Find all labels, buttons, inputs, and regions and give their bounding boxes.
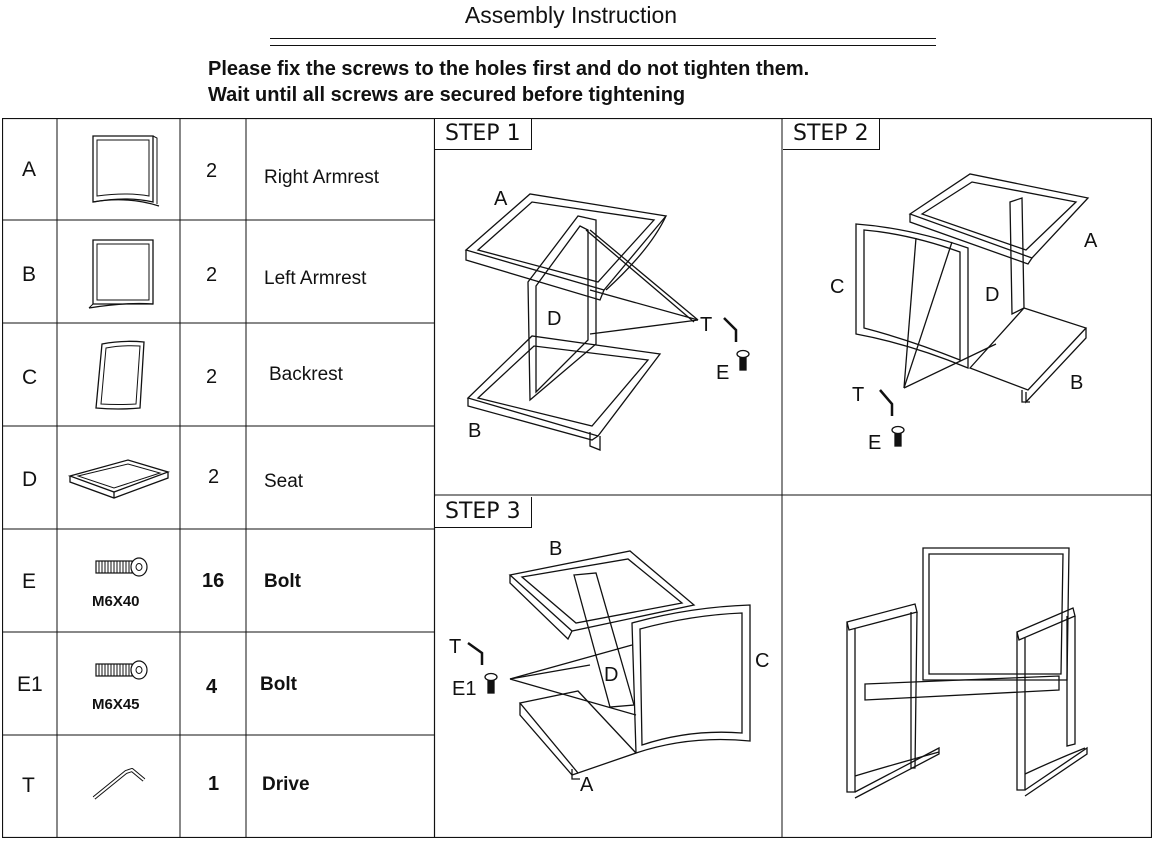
step-3-callout-e: E1 bbox=[452, 678, 477, 700]
part-qty: 2 bbox=[206, 366, 218, 388]
step-2-callout-d: D bbox=[985, 284, 1000, 306]
part-name: Drive bbox=[262, 774, 310, 795]
part-qty: 1 bbox=[208, 773, 220, 795]
parts-table: A 2 Right Armrest B 2 Left Armrest C 2 B… bbox=[2, 118, 435, 838]
step-3-callout-c: C bbox=[755, 650, 770, 672]
part-name: Bolt bbox=[264, 571, 301, 592]
step-2-callout-c: C bbox=[830, 276, 845, 298]
step-2-illustration bbox=[855, 173, 1090, 447]
hex-key-icon bbox=[92, 768, 146, 800]
part-code: D bbox=[22, 468, 38, 491]
step-2-label: STEP 2 bbox=[783, 119, 880, 150]
step-1-callout-a: A bbox=[494, 188, 508, 210]
part-name: Bolt bbox=[260, 674, 297, 695]
bolt-size: M6X40 bbox=[92, 593, 140, 610]
bolt-icon bbox=[95, 557, 148, 577]
instruction-note: Please fix the screws to the holes first… bbox=[208, 56, 809, 108]
armrest-icon bbox=[88, 239, 154, 309]
finished-chair-illustration bbox=[846, 547, 1088, 799]
part-code: C bbox=[22, 366, 38, 389]
part-qty: 2 bbox=[206, 264, 218, 286]
parts-table-grid bbox=[2, 118, 435, 838]
step-2-callout-a: A bbox=[1084, 230, 1098, 252]
step-3-callout-t: T bbox=[449, 636, 462, 658]
step-3-callout-d: D bbox=[604, 664, 619, 686]
part-code: E1 bbox=[17, 673, 43, 696]
step-3-callout-b: B bbox=[549, 538, 563, 560]
step-1-callout-b: B bbox=[468, 420, 482, 442]
step-1-label: STEP 1 bbox=[435, 119, 532, 150]
part-code: A bbox=[22, 158, 37, 181]
step-3-callout-a: A bbox=[580, 774, 594, 796]
backrest-icon bbox=[95, 340, 145, 410]
steps-grid bbox=[434, 118, 1152, 838]
part-qty: 2 bbox=[208, 466, 220, 488]
part-name: Seat bbox=[264, 471, 304, 492]
part-code: T bbox=[22, 774, 35, 797]
step-3-illustration bbox=[467, 550, 751, 780]
step-3-label: STEP 3 bbox=[435, 497, 532, 528]
note-line-1: Please fix the screws to the holes first… bbox=[208, 58, 810, 80]
part-qty: 16 bbox=[202, 570, 225, 592]
note-line-2: Wait until all screws are secured before… bbox=[208, 84, 686, 106]
part-code: B bbox=[22, 263, 37, 286]
bolt-size: M6X45 bbox=[92, 696, 140, 713]
step-1-callout-d: D bbox=[547, 308, 562, 330]
step-1-callout-e: E bbox=[716, 362, 730, 384]
bolt-icon bbox=[95, 660, 148, 680]
armrest-icon bbox=[92, 135, 160, 207]
part-code: E bbox=[22, 570, 37, 593]
part-name: Backrest bbox=[269, 364, 343, 385]
step-2-callout-t: T bbox=[852, 384, 865, 406]
step-1-callout-t: T bbox=[700, 314, 713, 336]
title-rule-top bbox=[270, 38, 936, 39]
part-name: Left Armrest bbox=[264, 268, 367, 289]
page-title: Assembly Instruction bbox=[464, 2, 678, 28]
part-qty: 2 bbox=[206, 160, 218, 182]
step-1-illustration bbox=[464, 193, 750, 451]
part-name: Right Armrest bbox=[264, 167, 380, 188]
title-rule-bottom bbox=[270, 45, 936, 46]
seat-icon bbox=[67, 459, 171, 499]
step-2-callout-e: E bbox=[868, 432, 882, 454]
part-qty: 4 bbox=[206, 676, 218, 698]
step-2-callout-b: B bbox=[1070, 372, 1084, 394]
